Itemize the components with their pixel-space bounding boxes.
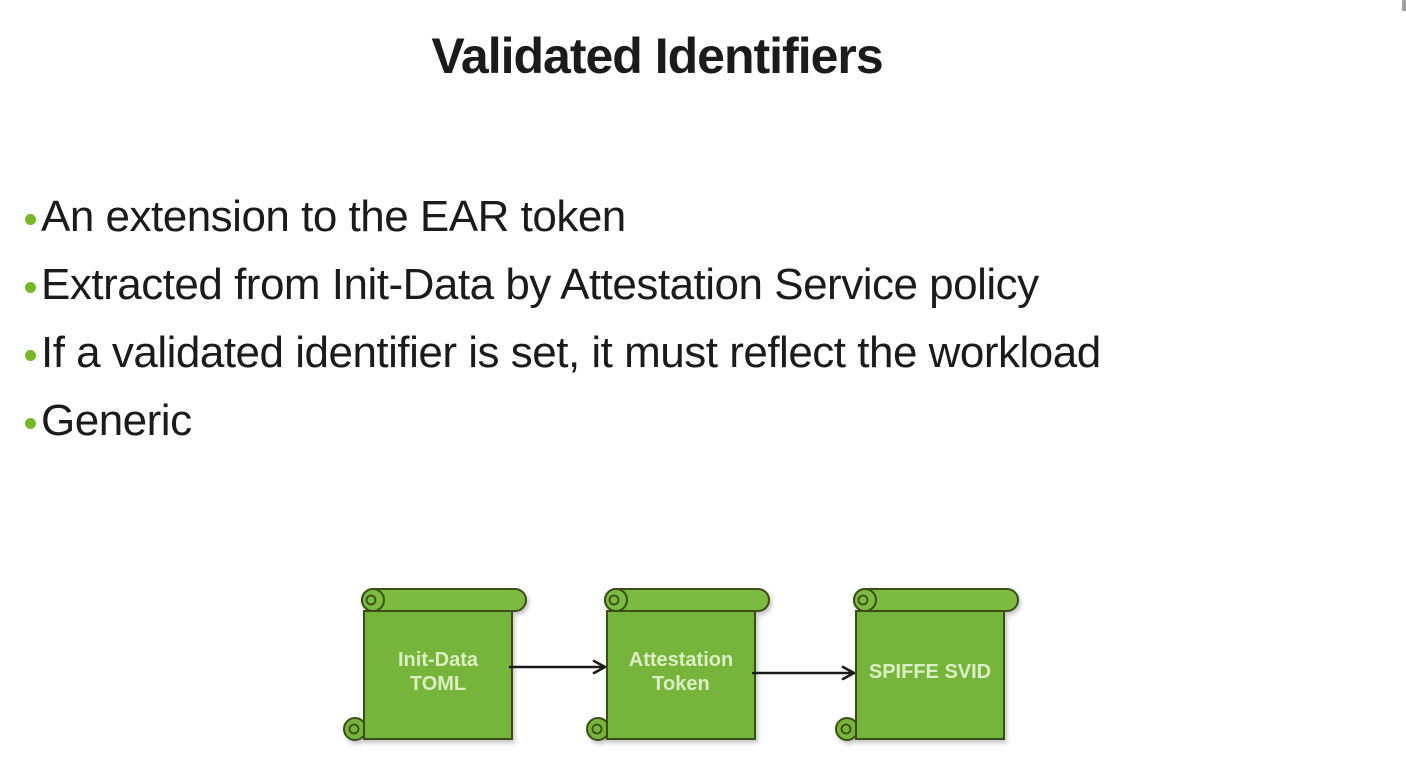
bullet-text: If a validated identifier is set, it mus… bbox=[41, 328, 1101, 377]
bullet-list: An extension to the EAR token Extracted … bbox=[25, 183, 1101, 455]
bullet-item: Generic bbox=[25, 387, 1101, 455]
scroll-label: Init-Data TOML bbox=[364, 610, 512, 734]
scroll-label-line: SPIFFE SVID bbox=[868, 661, 992, 683]
scroll-node-spiffe-svid: SPIFFE SVID bbox=[835, 588, 1019, 746]
page-title: Validated Identifiers bbox=[431, 28, 883, 84]
flow-arrow-icon bbox=[509, 659, 608, 675]
bullet-dot-icon bbox=[25, 418, 36, 429]
scroll-label-line: Token bbox=[652, 673, 710, 695]
bullet-dot-icon bbox=[25, 214, 36, 225]
scroll-node-init-data-toml: Init-Data TOML bbox=[343, 588, 527, 746]
scroll-label-line: Attestation bbox=[628, 649, 734, 671]
bullet-dot-icon bbox=[25, 350, 36, 361]
scroll-label: SPIFFE SVID bbox=[856, 610, 1004, 734]
bullet-item: If a validated identifier is set, it mus… bbox=[25, 319, 1101, 387]
scroll-shape-icon bbox=[343, 588, 527, 741]
flow-arrow-icon bbox=[752, 665, 857, 681]
scroll-shape-icon bbox=[586, 588, 770, 741]
scroll-node-attestation-token: Attestation Token bbox=[586, 588, 770, 746]
bullet-item: Extracted from Init-Data by Attestation … bbox=[25, 251, 1101, 319]
scrollbar-fragment bbox=[1402, 0, 1406, 11]
scroll-shape-icon bbox=[835, 588, 1019, 741]
bullet-item: An extension to the EAR token bbox=[25, 183, 1101, 251]
scroll-label: Attestation Token bbox=[607, 610, 755, 734]
bullet-text: Generic bbox=[41, 396, 192, 445]
bullet-dot-icon bbox=[25, 282, 36, 293]
bullet-text: Extracted from Init-Data by Attestation … bbox=[41, 260, 1039, 309]
bullet-text: An extension to the EAR token bbox=[41, 192, 626, 241]
scroll-label-line: Init-Data bbox=[398, 649, 478, 671]
scroll-label-line: TOML bbox=[409, 673, 467, 695]
